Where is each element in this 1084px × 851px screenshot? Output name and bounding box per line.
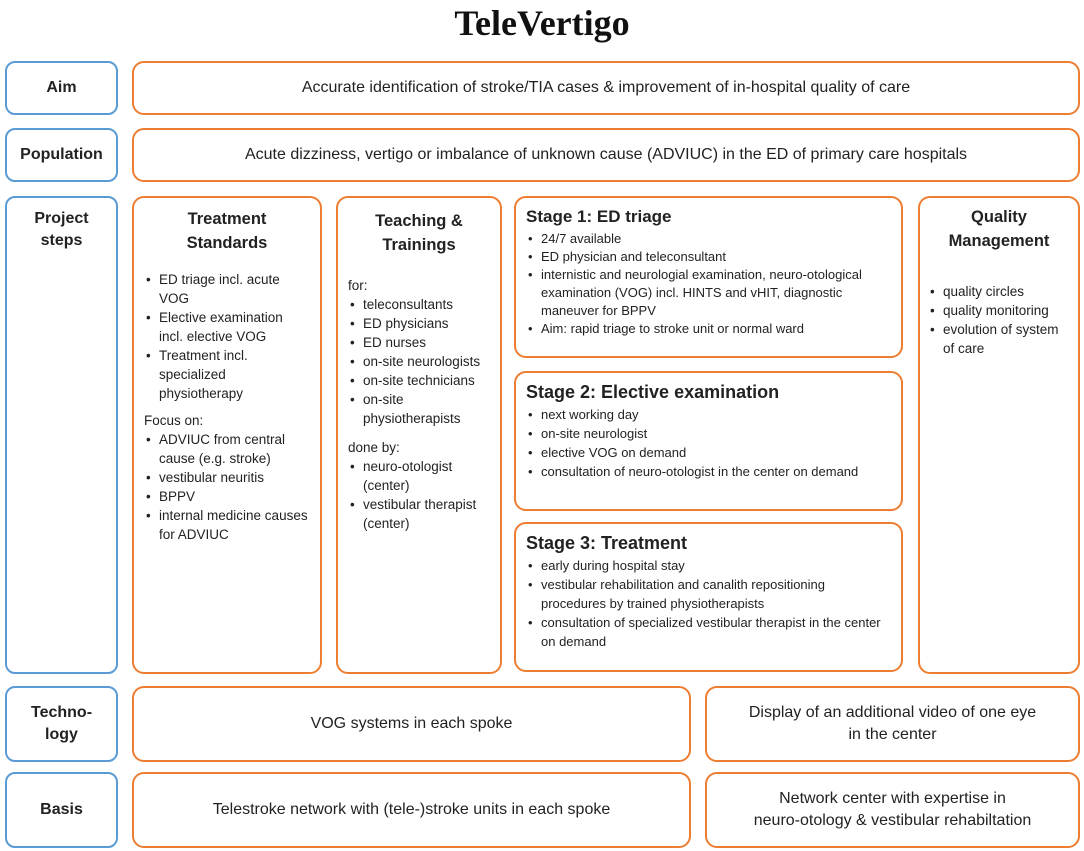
list-item: quality monitoring bbox=[928, 301, 1070, 320]
aim-text: Accurate identification of stroke/TIA ca… bbox=[301, 78, 911, 96]
stage3-box: Stage 3: Treatment early during hospital… bbox=[514, 522, 903, 672]
list-item: Elective examination incl. elective VOG bbox=[144, 308, 310, 346]
technology-left-box: VOG systems in each spoke bbox=[132, 686, 691, 762]
technology-left-text: VOG systems in each spoke bbox=[310, 714, 513, 732]
technology-right-line1: Display of an additional video of one ey… bbox=[748, 703, 1037, 721]
treatment-standards-box: Treatment Standards ED triage incl. acut… bbox=[132, 196, 322, 674]
list-item: ED triage incl. acute VOG bbox=[144, 270, 310, 308]
aim-label: Aim bbox=[46, 79, 77, 97]
technology-label-line1: Techno- bbox=[30, 704, 93, 722]
list-item: on-site neurologist bbox=[526, 424, 891, 443]
stage1-title: Stage 1: ED triage bbox=[526, 207, 672, 226]
teaching-title-line1: Teaching & bbox=[375, 212, 463, 230]
list-item: ED physician and teleconsultant bbox=[526, 248, 891, 266]
technology-right-box: Display of an additional video of one ey… bbox=[705, 686, 1080, 762]
list-item: internal medicine causes for ADVIUC bbox=[144, 506, 310, 544]
treatment-items-list: ED triage incl. acute VOG Elective exami… bbox=[144, 270, 310, 403]
teaching-title-line2: Trainings bbox=[382, 235, 456, 254]
project-steps-label-line2: steps bbox=[40, 231, 83, 249]
stage1-box: Stage 1: ED triage 24/7 available ED phy… bbox=[514, 196, 903, 358]
list-item: Aim: rapid triage to stroke unit or norm… bbox=[526, 320, 891, 338]
list-item: ED physicians bbox=[348, 314, 490, 333]
quality-items-list: quality circles quality monitoring evolu… bbox=[928, 282, 1070, 358]
for-label: for: bbox=[348, 277, 368, 293]
basis-right-box: Network center with expertise in neuro-o… bbox=[705, 772, 1080, 848]
list-item: consultation of specialized vestibular t… bbox=[526, 613, 891, 651]
teaching-trainings-box: Teaching & Trainings for: teleconsultant… bbox=[336, 196, 502, 674]
list-item: on-site neurologists bbox=[348, 352, 490, 371]
list-item: next working day bbox=[526, 405, 891, 424]
treatment-standards-title: Treatment Standards bbox=[144, 208, 310, 256]
focus-label: Focus on: bbox=[144, 412, 204, 428]
population-label: Population bbox=[20, 146, 103, 164]
stage2-box: Stage 2: Elective examination next worki… bbox=[514, 371, 903, 511]
list-item: elective VOG on demand bbox=[526, 443, 891, 462]
list-item: consultation of neuro-otologist in the c… bbox=[526, 462, 891, 481]
basis-right-line2: neuro-otology & vestibular rehabiltation bbox=[753, 812, 1032, 829]
row-label-project-steps: Project steps bbox=[5, 196, 118, 674]
list-item: vestibular therapist (center) bbox=[348, 495, 490, 533]
row-label-aim: Aim bbox=[5, 61, 118, 115]
row-label-technology: Techno- logy bbox=[5, 686, 118, 762]
list-item: teleconsultants bbox=[348, 295, 490, 314]
done-by-label: done by: bbox=[348, 439, 400, 455]
list-item: early during hospital stay bbox=[526, 556, 891, 575]
quality-management-title: Quality Management bbox=[928, 206, 1070, 254]
list-item: ADVIUC from central cause (e.g. stroke) bbox=[144, 430, 310, 468]
list-item: ED nurses bbox=[348, 333, 490, 352]
population-box: Acute dizziness, vertigo or imbalance of… bbox=[132, 128, 1080, 182]
done-by-items-list: neuro-otologist (center) vestibular ther… bbox=[348, 457, 490, 533]
stage1-items-list: 24/7 available ED physician and telecons… bbox=[526, 230, 891, 338]
list-item: Treatment incl. specialized physiotherap… bbox=[144, 346, 310, 403]
diagram-title: TeleVertigo bbox=[454, 3, 630, 43]
list-item: evolution of system of care bbox=[928, 320, 1070, 358]
treatment-title-line2: Standards bbox=[186, 233, 268, 252]
quality-title-line2: Management bbox=[948, 231, 1050, 250]
list-item: vestibular rehabilitation and canalith r… bbox=[526, 575, 891, 613]
list-item: 24/7 available bbox=[526, 230, 891, 248]
basis-left-box: Telestroke network with (tele-)stroke un… bbox=[132, 772, 691, 848]
list-item: on-site physiotherapists bbox=[348, 390, 490, 428]
treatment-title-line1: Treatment bbox=[187, 210, 267, 228]
stage3-title: Stage 3: Treatment bbox=[526, 533, 688, 553]
project-steps-label-line1: Project bbox=[34, 210, 89, 227]
aim-box: Accurate identification of stroke/TIA ca… bbox=[132, 61, 1080, 115]
basis-right-line1: Network center with expertise in bbox=[779, 789, 1006, 807]
quality-title-line1: Quality bbox=[971, 208, 1027, 226]
teaching-trainings-title: Teaching & Trainings bbox=[348, 210, 490, 258]
basis-left-text: Telestroke network with (tele-)stroke un… bbox=[212, 800, 611, 818]
row-label-population: Population bbox=[5, 128, 118, 182]
row-label-basis: Basis bbox=[5, 772, 118, 848]
list-item: vestibular neuritis bbox=[144, 468, 310, 487]
list-item: on-site technicians bbox=[348, 371, 490, 390]
technology-right-line2: in the center bbox=[848, 726, 937, 743]
technology-label-line2: logy bbox=[45, 726, 78, 743]
list-item: BPPV bbox=[144, 487, 310, 506]
stage2-title: Stage 2: Elective examination bbox=[526, 382, 780, 402]
focus-items-list: ADVIUC from central cause (e.g. stroke) … bbox=[144, 430, 310, 544]
list-item: neuro-otologist (center) bbox=[348, 457, 490, 495]
stage2-items-list: next working day on-site neurologist ele… bbox=[526, 405, 891, 481]
list-item: internistic and neurologial examination,… bbox=[526, 266, 891, 320]
population-text: Acute dizziness, vertigo or imbalance of… bbox=[244, 145, 968, 163]
stage3-items-list: early during hospital stay vestibular re… bbox=[526, 556, 891, 651]
basis-label: Basis bbox=[40, 801, 83, 819]
list-item: quality circles bbox=[928, 282, 1070, 301]
quality-management-box: Quality Management quality circles quali… bbox=[918, 196, 1080, 674]
for-items-list: teleconsultants ED physicians ED nurses … bbox=[348, 295, 490, 428]
